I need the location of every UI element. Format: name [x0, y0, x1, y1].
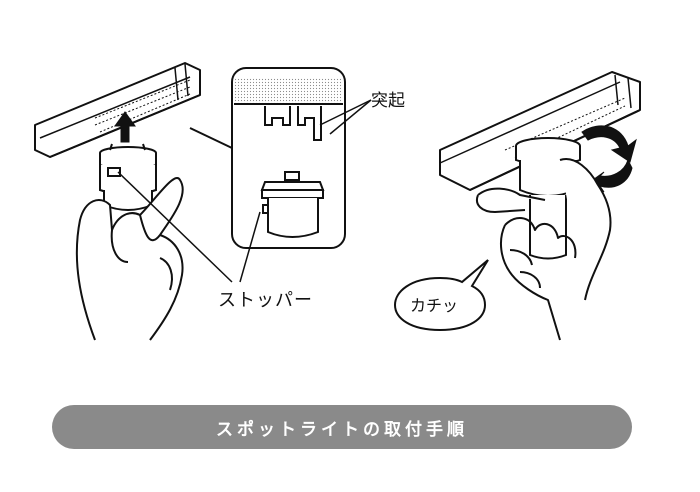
- right-rail: [439, 71, 641, 191]
- left-rail: [34, 62, 201, 158]
- installation-illustration: [34, 62, 641, 341]
- detail-inset: [231, 67, 346, 249]
- stopper-label: ストッパー: [218, 290, 313, 311]
- rotate-arrow-icon: [581, 125, 637, 163]
- right-hand: [476, 158, 612, 341]
- speech-bubble: [393, 259, 489, 332]
- arrow-up-icon: [114, 111, 136, 143]
- click-sound-label: カチッ: [410, 296, 459, 315]
- title-banner: スポットライトの取付手順: [52, 405, 632, 449]
- left-hand: [75, 177, 184, 341]
- right-adapter: [515, 137, 581, 260]
- rotate-arrow-lower-icon: [589, 158, 633, 193]
- protrusion-label: 突起: [371, 91, 405, 111]
- banner-title: スポットライトの取付手順: [216, 419, 468, 440]
